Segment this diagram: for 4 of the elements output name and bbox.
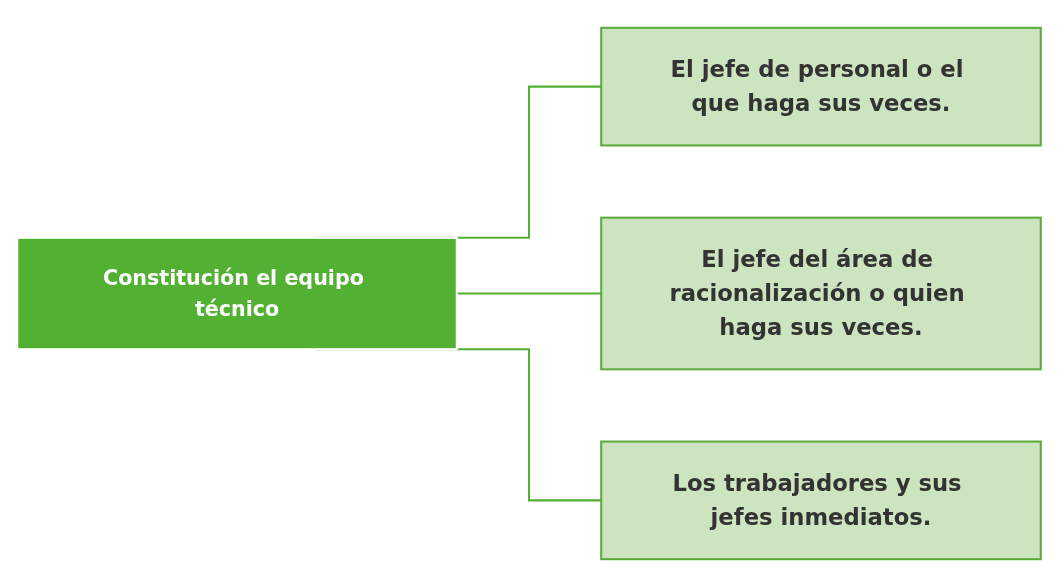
node-box: Constitución el equipo técnico bbox=[16, 236, 458, 351]
node-box: El jefe de personal o el que haga sus veces. bbox=[600, 26, 1042, 147]
node-box: Los trabajadores y sus jefes inmediatos. bbox=[600, 440, 1042, 561]
node-box: El jefe del área de racionalización o quien haga sus veces. bbox=[600, 216, 1042, 371]
